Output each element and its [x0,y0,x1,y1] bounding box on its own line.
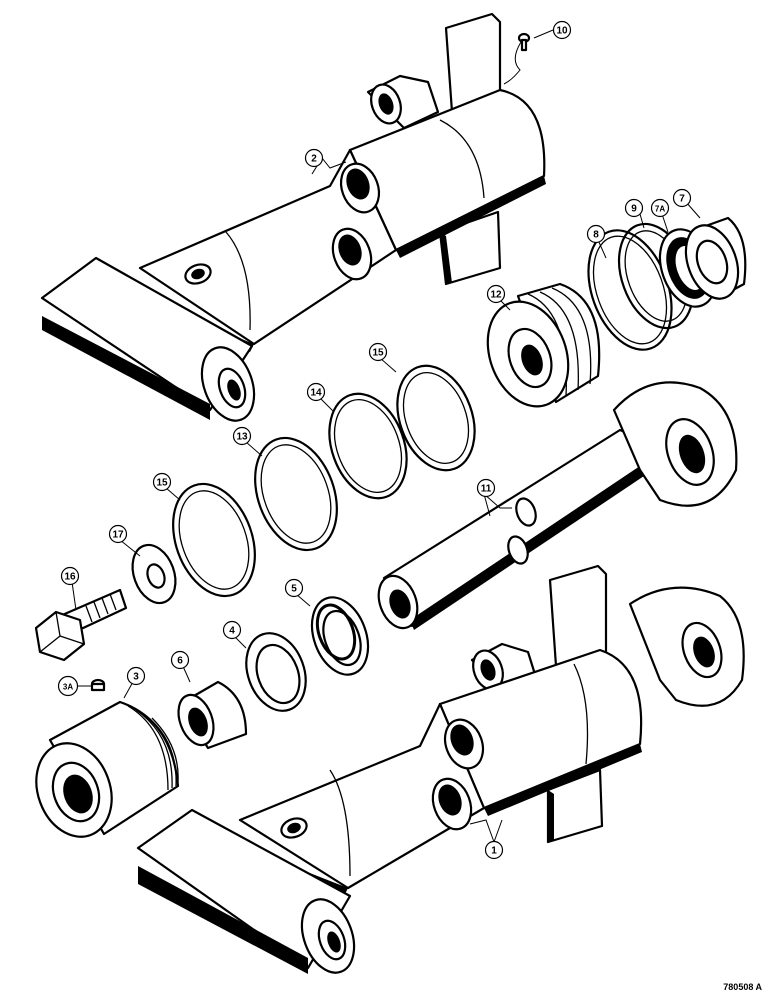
callout-5: 5 [284,578,304,598]
bolt-16 [34,588,128,662]
callout-3: 3 [126,666,146,686]
callout-15-upper: 15 [368,342,388,362]
plug-3A [90,678,106,692]
svg-text:5: 5 [291,584,297,595]
svg-text:15: 15 [372,348,384,359]
svg-text:3A: 3A [63,683,73,692]
svg-text:13: 13 [236,432,248,443]
svg-text:1: 1 [491,846,497,857]
callout-16: 16 [60,566,80,586]
callout-10: 10 [552,20,572,40]
cylinder-head-3 [35,700,180,838]
svg-text:12: 12 [490,290,502,301]
callout-8: 8 [586,224,606,244]
callout-7A: 7A [650,198,670,218]
callout-7: 7 [672,188,692,208]
seal-ring-13 [254,436,338,552]
callout-17: 17 [108,524,128,544]
svg-text:17: 17 [112,530,124,541]
figure-code: 780508 A [723,982,762,992]
svg-text:9: 9 [631,204,637,215]
svg-text:2: 2 [311,154,317,165]
washer-17 [131,543,177,605]
callout-9: 9 [624,198,644,218]
svg-text:10: 10 [556,26,568,37]
callout-11: 11 [476,478,496,498]
callout-13: 13 [232,426,252,446]
bushing-6 [177,680,248,750]
svg-text:6: 6 [177,656,183,667]
callout-4: 4 [222,620,242,640]
wear-ring-15-upper [396,364,476,472]
svg-text:7: 7 [679,194,685,205]
svg-text:7A: 7A [655,205,665,214]
cylinder-barrel-top [40,12,546,422]
callout-12: 12 [486,284,506,304]
callout-2: 2 [304,148,324,168]
seal-ring-14 [328,392,408,500]
callouts: 10 2 9 7A 7 8 12 15 14 13 15 11 17 16 5 … [57,20,692,860]
seal-ring-5 [310,596,370,676]
svg-text:3: 3 [133,672,139,683]
svg-text:15: 15 [156,478,168,489]
set-screw [517,32,531,52]
callout-1: 1 [484,840,504,860]
seal-ring-4 [245,632,307,712]
svg-text:8: 8 [593,230,599,241]
svg-text:11: 11 [481,484,492,495]
piston-12 [486,282,601,408]
piston-rod-11 [377,381,738,630]
svg-text:4: 4 [229,626,235,637]
callout-6: 6 [170,650,190,670]
callout-14: 14 [306,382,326,402]
cylinder-barrel-bottom [136,564,745,974]
svg-text:14: 14 [310,388,322,399]
callout-3A: 3A [57,675,79,697]
svg-text:16: 16 [64,572,76,583]
callout-15-lower: 15 [152,472,172,492]
gland-7 [684,216,747,300]
wear-ring-15-lower [172,482,256,598]
